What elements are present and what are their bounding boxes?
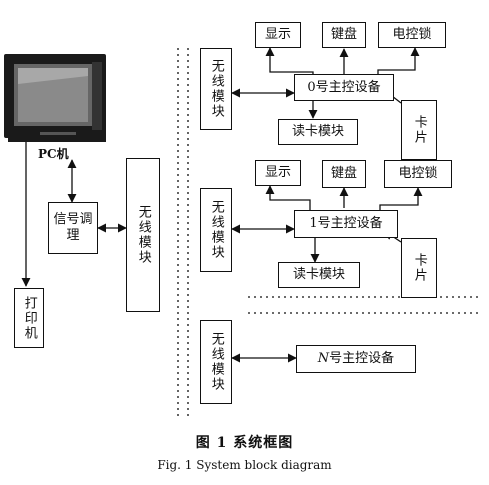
separator-lines [177,48,482,420]
g1-display-box: 显示 [255,160,301,186]
g1-wireless-module-box: 无线模块 [200,188,232,272]
g0-electric-lock-box: 电控锁 [378,22,446,48]
pc-label: PC机 [38,147,69,161]
gN-main-suffix: 号主控设备 [329,351,395,367]
pc-computer-icon [4,54,106,142]
g0-card-box: 卡片 [401,100,437,160]
g1-keyboard-box: 键盘 [322,160,366,188]
g1-card-box: 卡片 [401,238,437,298]
g0-display-box: 显示 [255,22,301,48]
g0-card-reader-box: 读卡模块 [278,119,358,145]
g0-keyboard-box: 键盘 [322,22,366,48]
g1-main-controller-box: 1号主控设备 [294,210,398,238]
g0-wireless-module-box: 无线模块 [200,48,232,130]
caption-english: Fig. 1 System block diagram [157,458,332,472]
gN-wireless-module-box: 无线模块 [200,320,232,404]
caption-chinese: 图 1 系统框图 [195,435,294,451]
printer-box: 打印机 [14,288,44,348]
main-wireless-module-box: 无线模块 [126,158,160,312]
g1-card-reader-box: 读卡模块 [278,262,360,288]
g0-main-controller-box: 0号主控设备 [294,74,394,101]
g1-electric-lock-box: 电控锁 [384,160,452,188]
signal-conditioning-box: 信号调理 [48,202,98,254]
gN-main-prefix: N [317,351,330,367]
